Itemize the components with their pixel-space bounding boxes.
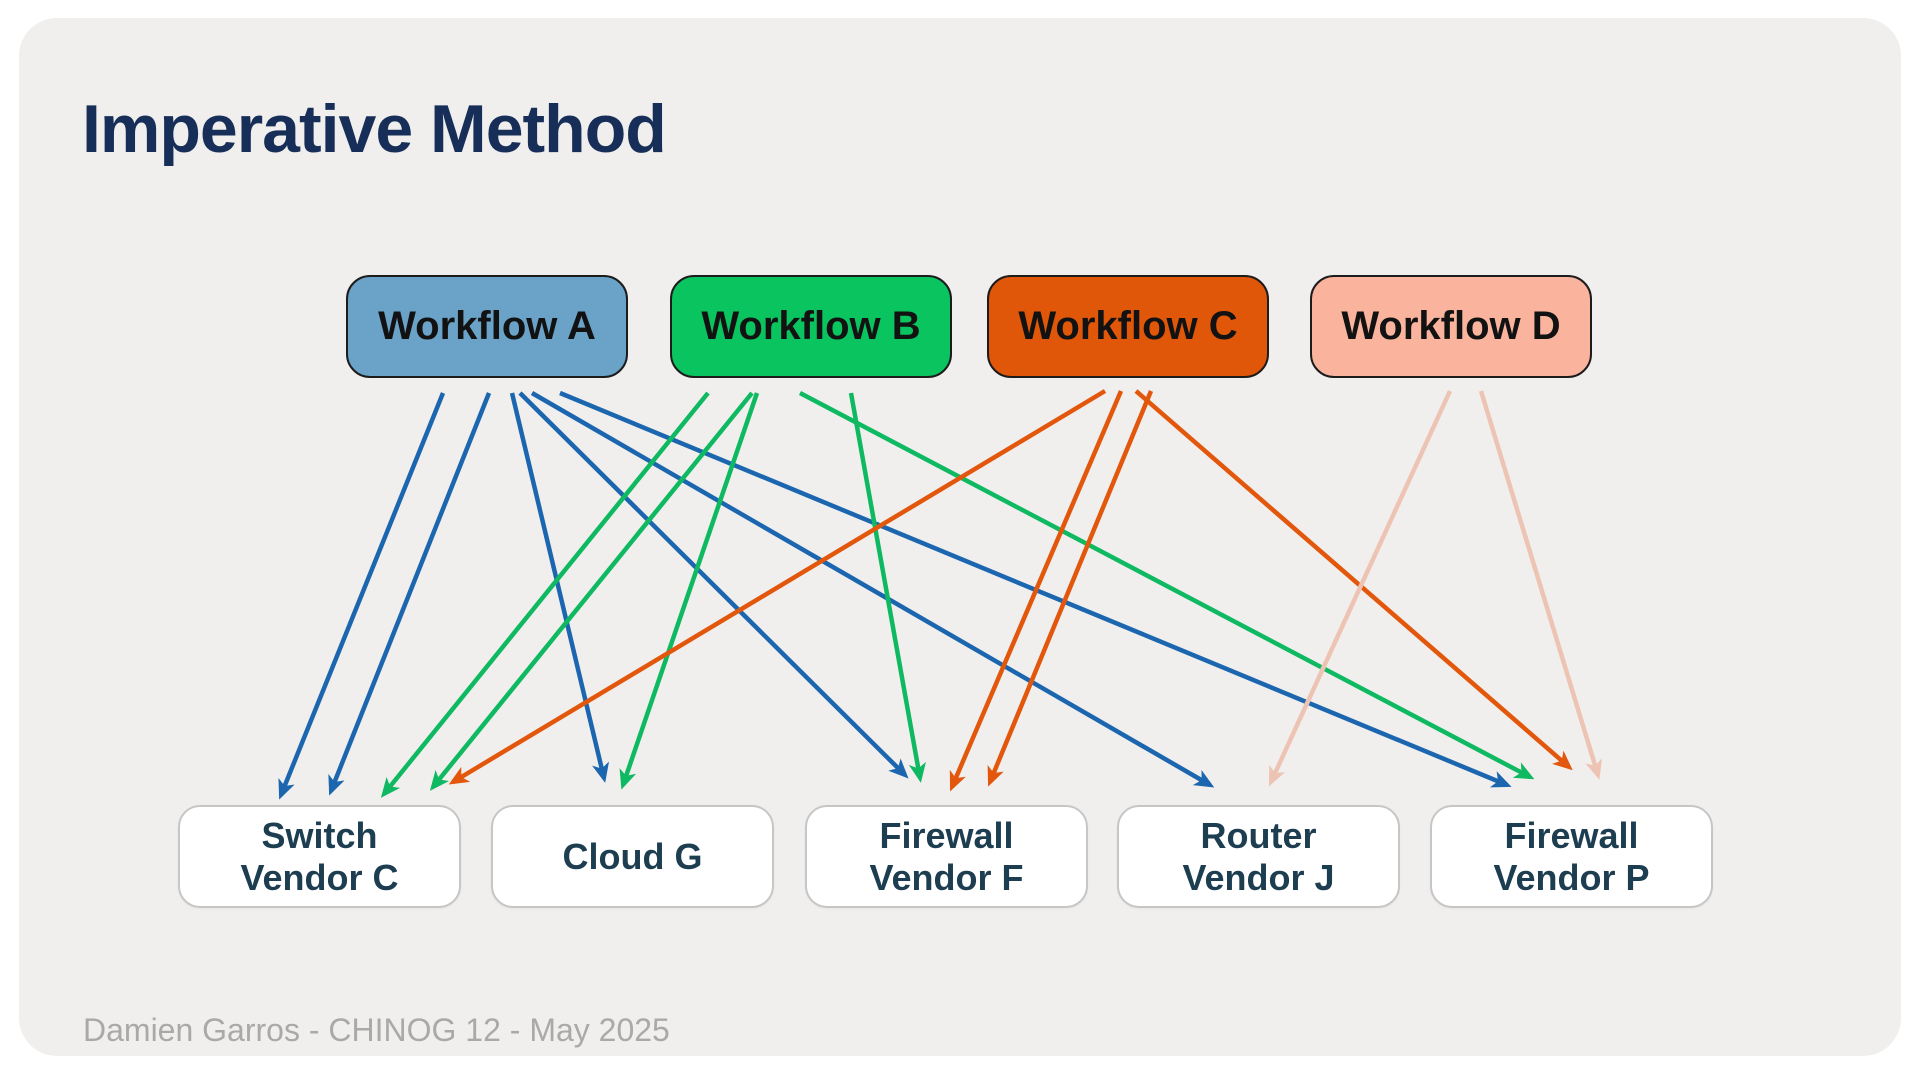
vendor-cloud-g-node: Cloud G [491, 805, 774, 908]
vendor-firewall-p-node: Firewall Vendor P [1430, 805, 1713, 908]
workflow-d-node: Workflow D [1310, 275, 1592, 378]
vendor-firewall-f-node: Firewall Vendor F [805, 805, 1088, 908]
workflow-c-node: Workflow C [987, 275, 1269, 378]
page-title: Imperative Method [82, 91, 667, 167]
workflow-a-node: Workflow A [346, 275, 628, 378]
vendor-switch-c-node: Switch Vendor C [178, 805, 461, 908]
workflow-b-node: Workflow B [670, 275, 952, 378]
slide-footer: Damien Garros - CHINOG 12 - May 2025 [83, 1012, 670, 1048]
vendor-router-j-node: Router Vendor J [1117, 805, 1400, 908]
